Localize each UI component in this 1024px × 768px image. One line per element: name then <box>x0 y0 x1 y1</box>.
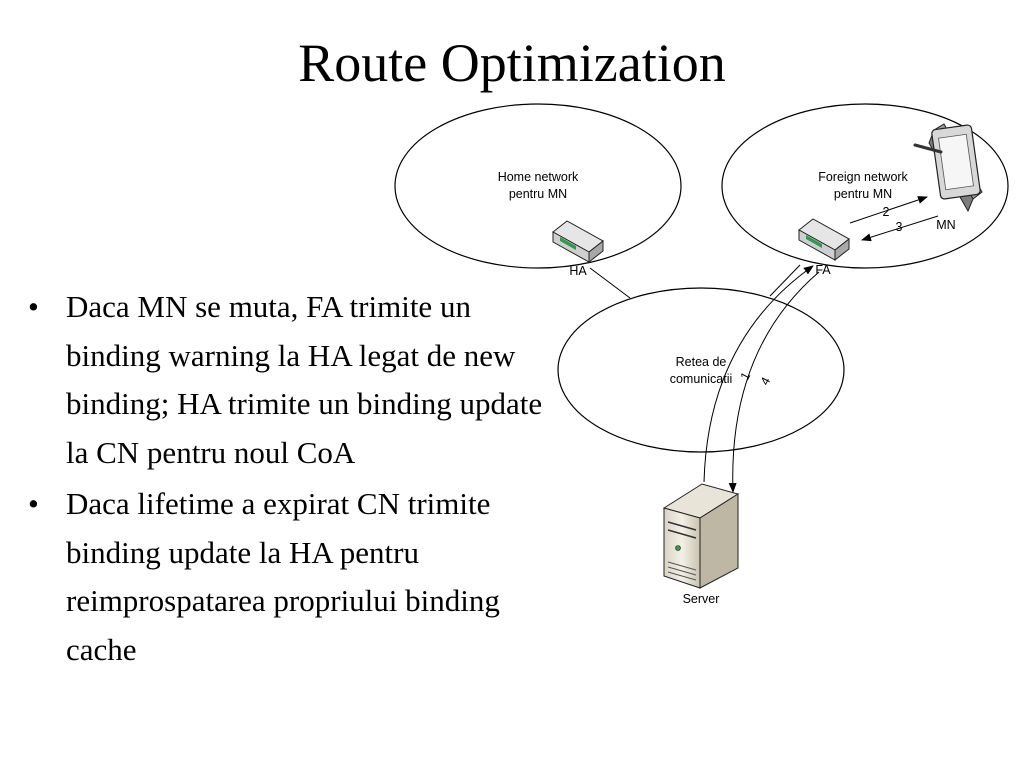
server-label: Server <box>683 592 720 606</box>
bullet-text: Daca lifetime a expirat CN trimite bindi… <box>66 486 500 667</box>
foreign-network-label-1: Foreign network <box>818 170 908 184</box>
home-to-core-link <box>589 267 631 299</box>
arrow-4 <box>728 271 820 493</box>
mn-tablet-device-icon <box>913 123 983 213</box>
foreign-network-ellipse <box>721 103 1009 269</box>
foreign-to-core-link <box>769 264 801 297</box>
home-network-label-1: Home network <box>498 170 579 184</box>
ha-router-icon <box>552 220 604 264</box>
fa-label: FA <box>815 263 831 277</box>
arrow-2 <box>849 196 928 224</box>
home-network-label-2: pentru MN <box>509 187 567 201</box>
bullet-item: • Daca lifetime a expirat CN trimite bin… <box>28 480 548 674</box>
arrow-1-label: 1 <box>738 370 754 383</box>
communication-network-label-1: Retea de <box>676 355 727 369</box>
communication-network-label-2: comunicatii <box>670 372 733 386</box>
arrow-2-label: 2 <box>883 205 890 219</box>
mn-label: MN <box>936 218 955 232</box>
arrow-3-label: 3 <box>896 220 903 234</box>
arrow-4-label: 4 <box>758 375 774 388</box>
bullet-dot-icon: • <box>28 486 39 521</box>
communication-network-ellipse <box>557 287 845 453</box>
arrow-3 <box>861 215 939 242</box>
bullet-list: • Daca MN se muta, FA trimite un binding… <box>28 283 548 677</box>
ha-label: HA <box>569 264 587 278</box>
slide-title: Route Optimization <box>298 33 726 93</box>
bullet-text: Daca MN se muta, FA trimite un binding w… <box>66 289 543 470</box>
fa-router-icon <box>798 218 850 262</box>
server-tower-icon <box>662 483 740 589</box>
home-network-ellipse <box>394 103 682 269</box>
bullet-item: • Daca MN se muta, FA trimite un binding… <box>28 283 548 477</box>
foreign-network-label-2: pentru MN <box>834 187 892 201</box>
arrow-1 <box>703 265 814 483</box>
bullet-dot-icon: • <box>28 289 39 324</box>
